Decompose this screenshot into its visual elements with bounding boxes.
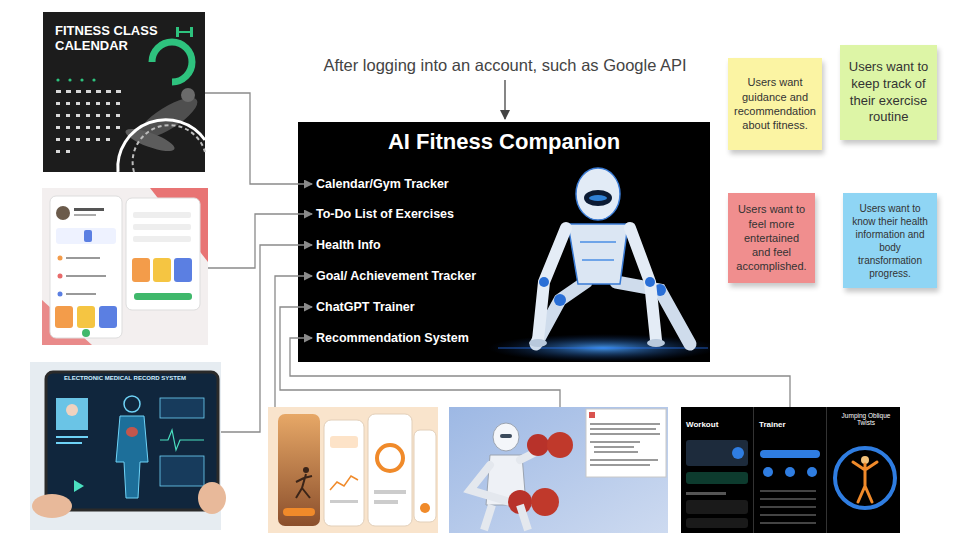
note-label: After logging into an account, such as G… (323, 56, 686, 75)
app-screens (42, 188, 208, 345)
feature-item: To-Do List of Exercises (312, 206, 458, 222)
connector-arrow (290, 338, 790, 407)
connector-arrow (208, 214, 312, 268)
feature-text: Health Info (316, 238, 381, 252)
fitness-app-image (268, 407, 438, 533)
robot-dumbbell-picture (449, 407, 668, 533)
feature-item: Calendar/Gym Tracker (312, 176, 453, 192)
workout-app-screens (681, 407, 900, 533)
calendar-poster (43, 12, 205, 172)
robot-image (449, 407, 668, 533)
app-image (42, 188, 208, 345)
main-box: AI Fitness CompanionCalendar/Gym Tracker… (298, 122, 710, 362)
screen-title: Workout (686, 420, 754, 429)
connector-arrow (275, 276, 312, 407)
note-text: Users want to feel more entertained and … (734, 202, 809, 273)
sticky-note: Users want to keep track of their exerci… (840, 45, 937, 140)
feature-text: To-Do List of Exercises (316, 207, 454, 221)
connector-arrow (280, 307, 560, 407)
feature-item: ChatGPT Trainer (312, 299, 419, 315)
feature-text: ChatGPT Trainer (316, 300, 415, 314)
note-text: Users want guidance and recommendation a… (734, 75, 816, 132)
screen-title: ELECTRONIC MEDICAL RECORD SYSTEM (64, 375, 204, 381)
medical-image: ELECTRONIC MEDICAL RECORD SYSTEM (30, 362, 221, 530)
feature-item: Recommendation System (312, 330, 473, 346)
workout-app-image: Workout Trainer Jumping Oblique Twists (681, 407, 900, 533)
note-text: Users want to keep track of their exerci… (846, 59, 931, 127)
medical-tablet (30, 362, 226, 530)
calendar-image: FITNESS CLASS CALENDAR (43, 12, 205, 172)
sticky-note: Users want to know their health informat… (843, 193, 937, 288)
screen-title: Jumping Oblique Twists (832, 412, 900, 426)
fitness-app-mockups (268, 407, 438, 533)
note-text: Users want to know their health informat… (849, 202, 931, 280)
feature-text: Goal/ Achievement Tracker (316, 269, 476, 283)
feature-text: Recommendation System (316, 331, 469, 345)
connector-arrow (221, 245, 312, 432)
feature-item: Goal/ Achievement Tracker (312, 268, 480, 284)
feature-text: Calendar/Gym Tracker (316, 177, 449, 191)
screen-title: Trainer (759, 420, 827, 429)
sticky-note: Users want guidance and recommendation a… (728, 58, 822, 150)
poster-title: FITNESS CLASS CALENDAR (55, 24, 167, 54)
sticky-note: Users want to feel more entertained and … (728, 193, 815, 283)
connector-arrow (205, 93, 312, 184)
login-arrow (504, 80, 505, 119)
box-title: AI Fitness Companion (298, 129, 710, 155)
feature-item: Health Info (312, 237, 385, 253)
